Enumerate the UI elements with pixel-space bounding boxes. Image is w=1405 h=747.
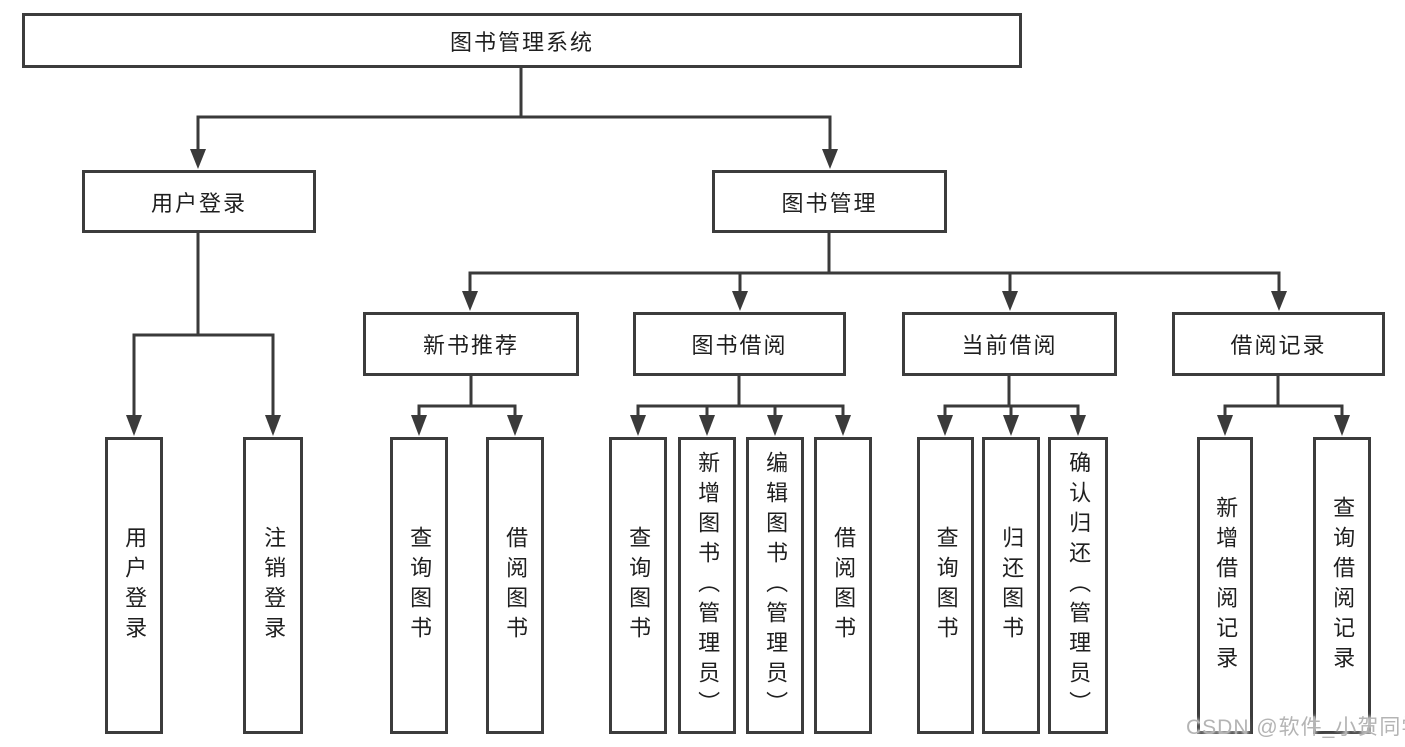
node-root-label: 图书管理系统 xyxy=(449,29,594,55)
leaf-borrow-books-borrowing: 借阅图书 xyxy=(814,437,872,734)
arrowhead-icon xyxy=(732,291,748,311)
leaf-return-books-label: 归还图书 xyxy=(999,525,1025,646)
arrowhead-icon xyxy=(630,415,646,436)
arrowhead-icon xyxy=(699,415,715,436)
leaf-add-borrow-record-label: 新增借阅记录 xyxy=(1213,495,1239,676)
leaf-query-books-current-label: 查询图书 xyxy=(933,525,959,646)
leaf-borrow-books-borrowing-label: 借阅图书 xyxy=(831,525,857,646)
leaf-borrow-books-recommend: 借阅图书 xyxy=(486,437,544,734)
arrowhead-icon xyxy=(1217,415,1233,436)
arrowhead-icon xyxy=(1271,291,1287,311)
leaf-add-borrow-record: 新增借阅记录 xyxy=(1197,437,1253,734)
leaf-user-login-label: 用户登录 xyxy=(122,525,148,646)
arrowhead-icon xyxy=(1334,415,1350,436)
node-user-login: 用户登录 xyxy=(82,170,316,233)
arrowhead-icon xyxy=(1003,415,1019,436)
arrowhead-icon xyxy=(507,415,523,436)
leaf-query-books-borrowing-label: 查询图书 xyxy=(626,525,652,646)
node-user-login-label: 用户登录 xyxy=(150,190,247,216)
node-root: 图书管理系统 xyxy=(22,13,1022,68)
arrowhead-icon xyxy=(411,415,427,436)
node-book-borrowing-label: 图书借阅 xyxy=(691,333,788,358)
leaf-query-borrow-record: 查询借阅记录 xyxy=(1313,437,1371,734)
node-book-management: 图书管理 xyxy=(712,170,947,233)
node-borrowing-records-label: 借阅记录 xyxy=(1230,333,1327,358)
arrowhead-icon xyxy=(1002,291,1018,311)
leaf-borrow-books-recommend-label: 借阅图书 xyxy=(503,525,529,646)
node-current-borrowing-label: 当前借阅 xyxy=(961,333,1058,358)
leaf-query-borrow-record-label: 查询借阅记录 xyxy=(1330,495,1356,676)
node-new-book-recommend: 新书推荐 xyxy=(363,312,579,376)
node-borrowing-records: 借阅记录 xyxy=(1172,312,1385,376)
leaf-edit-books-admin: 编辑图书（管理员） xyxy=(746,437,804,734)
leaf-return-books: 归还图书 xyxy=(982,437,1040,734)
leaf-logout-label: 注销登录 xyxy=(261,525,287,646)
leaf-add-books-admin-label: 新增图书（管理员） xyxy=(695,450,721,721)
leaf-edit-books-admin-label: 编辑图书（管理员） xyxy=(763,450,789,721)
leaf-query-books-current: 查询图书 xyxy=(917,437,974,734)
node-new-book-recommend-label: 新书推荐 xyxy=(422,333,519,358)
leaf-query-books-recommend: 查询图书 xyxy=(390,437,448,734)
arrowhead-icon xyxy=(265,415,281,436)
leaf-query-books-borrowing: 查询图书 xyxy=(609,437,667,734)
leaf-confirm-return-admin-label: 确认归还（管理员） xyxy=(1066,450,1092,721)
arrowhead-icon xyxy=(822,149,838,169)
leaf-logout: 注销登录 xyxy=(243,437,303,734)
arrowhead-icon xyxy=(190,149,206,169)
arrowhead-icon xyxy=(1070,415,1086,436)
node-current-borrowing: 当前借阅 xyxy=(902,312,1117,376)
leaf-add-books-admin: 新增图书（管理员） xyxy=(678,437,736,734)
arrowhead-icon xyxy=(767,415,783,436)
leaf-user-login: 用户登录 xyxy=(105,437,163,734)
watermark: CSDN @软件_小贺同学 xyxy=(1186,716,1405,739)
node-book-borrowing: 图书借阅 xyxy=(633,312,846,376)
arrowhead-icon xyxy=(835,415,851,436)
arrowhead-icon xyxy=(462,291,478,311)
leaf-query-books-recommend-label: 查询图书 xyxy=(407,525,433,646)
leaf-confirm-return-admin: 确认归还（管理员） xyxy=(1048,437,1108,734)
arrowhead-icon xyxy=(937,415,953,436)
node-book-management-label: 图书管理 xyxy=(781,190,878,216)
arrowhead-icon xyxy=(126,415,142,436)
